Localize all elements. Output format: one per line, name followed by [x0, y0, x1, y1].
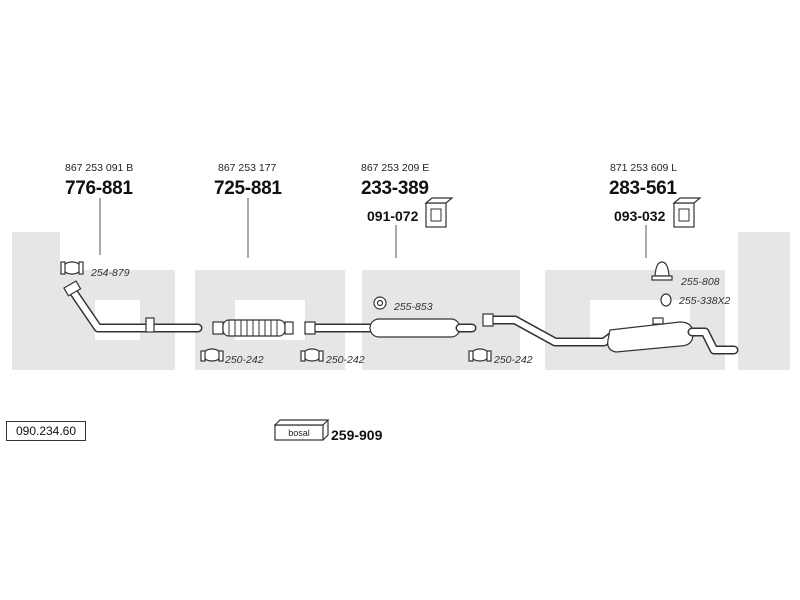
- part-number[interactable]: 283-561: [609, 178, 678, 199]
- accessory-label[interactable]: 254-879: [90, 267, 130, 279]
- part-725-881: 867 253 177 725-881 250-242: [200, 162, 294, 366]
- clamp-icon: [468, 348, 492, 362]
- oe-number: 867 253 091 B: [65, 162, 133, 174]
- gasket-icon: [660, 293, 672, 307]
- reference-number-box: 090.234.60: [6, 421, 86, 441]
- middle-silencer-icon: [304, 318, 477, 338]
- part-number[interactable]: 725-881: [214, 178, 283, 199]
- accessory-label-2[interactable]: 255-338X2: [678, 295, 731, 307]
- rubber-mount-icon: [672, 197, 702, 228]
- accessory-label[interactable]: 255-808: [680, 276, 720, 288]
- mount-number[interactable]: 093-032: [614, 208, 666, 224]
- clamp-label[interactable]: 250-242: [493, 354, 533, 366]
- ring-icon: [373, 296, 387, 310]
- clamp-icon: [200, 348, 224, 362]
- kit-part-number[interactable]: 259-909: [331, 427, 383, 443]
- oe-number: 871 253 609 L: [610, 162, 677, 174]
- oe-number: 867 253 209 E: [361, 162, 429, 174]
- part-number[interactable]: 776-881: [65, 178, 134, 199]
- rear-silencer-icon: [482, 313, 739, 355]
- part-283-561: 871 253 609 L 283-561 093-032 255-808 25…: [468, 162, 739, 366]
- mount-number[interactable]: 091-072: [367, 208, 419, 224]
- clamp-label[interactable]: 250-242: [325, 354, 365, 366]
- clamp-icon: [60, 261, 84, 275]
- kit-item: bosal 259-909: [273, 419, 383, 443]
- reference-number: 090.234.60: [15, 424, 77, 438]
- clamp-label[interactable]: 250-242: [224, 354, 264, 366]
- rubber-mount-icon: [424, 197, 454, 228]
- flex-pipe-icon: [212, 319, 294, 337]
- accessory-label[interactable]: 255-853: [393, 301, 433, 313]
- rubber-buffer-icon: [651, 261, 673, 281]
- oe-number: 867 253 177: [218, 162, 277, 174]
- clamp-icon: [300, 348, 324, 362]
- part-776-881: 867 253 091 B 776-881 254-879: [60, 162, 203, 333]
- part-number[interactable]: 233-389: [361, 178, 429, 199]
- front-pipe-icon: [63, 280, 203, 333]
- part-233-389: 867 253 209 E 233-389 091-072 255-853 25…: [300, 162, 477, 366]
- kit-box-label: bosal: [288, 428, 310, 438]
